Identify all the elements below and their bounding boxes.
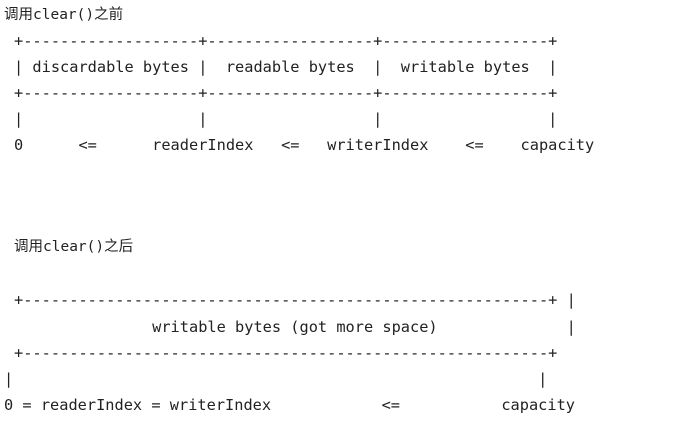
before-border-top: +-------------------+------------------+… [14,32,558,50]
before-index-bars: | | | | [14,110,558,128]
after-index-bars: | | [4,370,548,388]
after-border-bottom: +---------------------------------------… [14,344,558,362]
after-buffer-row: writable bytes (got more space) | [14,318,576,336]
before-buffer-row: | discardable bytes | readable bytes | w… [14,58,558,76]
before-heading: 调用clear()之前 [4,7,124,23]
before-indices: 0 <= readerIndex <= writerIndex <= capac… [14,136,595,154]
after-border-top: +---------------------------------------… [14,291,576,309]
before-border-bottom: +-------------------+------------------+… [14,84,558,102]
after-heading: 调用clear()之后 [14,239,134,255]
after-indices: 0 = readerIndex = writerIndex <= capacit… [4,396,575,414]
